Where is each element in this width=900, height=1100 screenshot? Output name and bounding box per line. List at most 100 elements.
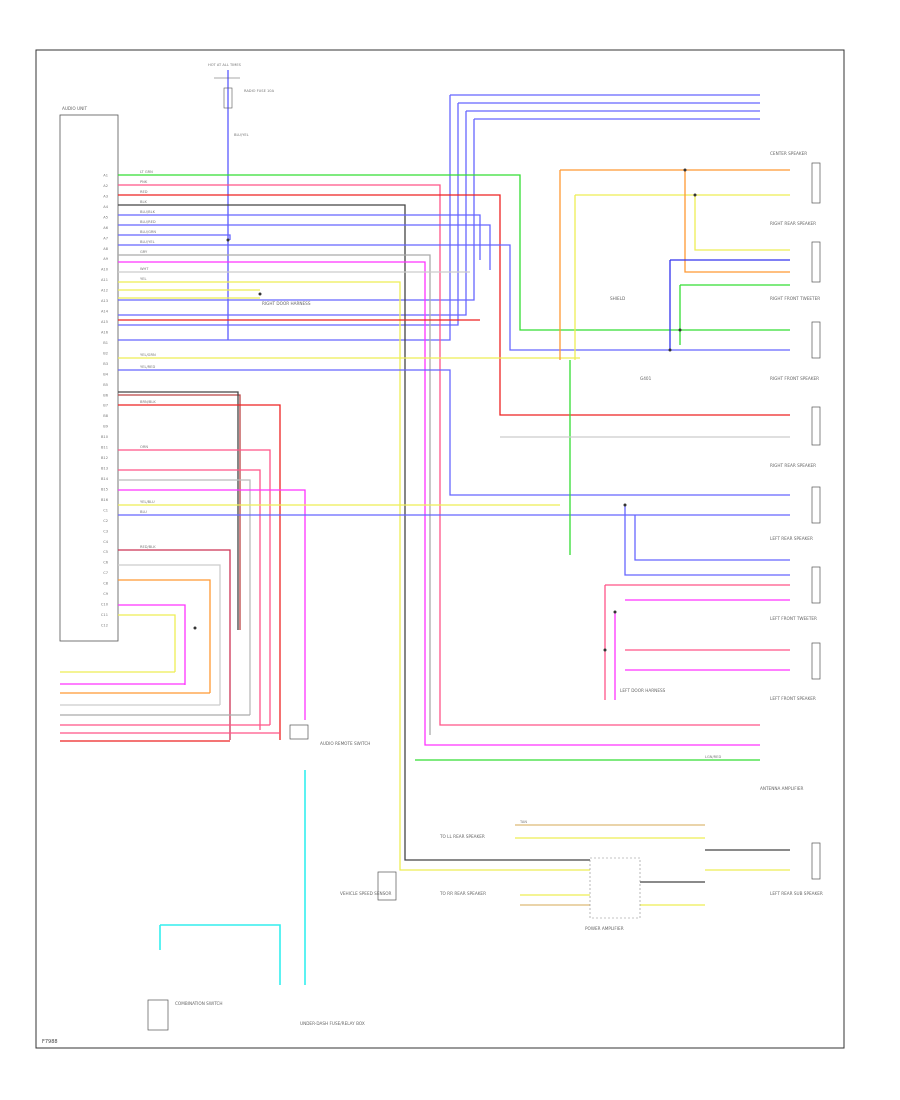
under-dash-fuse-label: UNDER-DASH FUSE/RELAY BOX [300,1021,365,1026]
label-ltgrn: LT GRN [140,170,153,174]
audio-unit-pins: A1A2A3A4A5A6A7A8A9A10A11A12A13A14A15A16B… [101,174,109,628]
wire-brn-1 [118,394,241,630]
wire-blu-8 [118,244,790,351]
right-rear-speaker-symbol [811,241,821,283]
right-connectors [811,162,821,880]
label-bluyel: BLU/YEL [140,240,155,244]
combination-switch-box [147,999,169,1031]
wire-blu-v1 [118,95,451,341]
splice [258,292,262,296]
wire-blk-1 [118,204,500,861]
label-blublk: BLU/BLK [140,210,156,214]
pin-label: C3 [103,529,108,533]
pin-label: B4 [103,372,108,376]
wire-org-2 [118,579,211,693]
pin-label: A4 [103,205,108,209]
right-front-tweeter-symbol [811,321,821,359]
top-note: HOT AT ALL TIMES [208,63,242,67]
pin-label: A1 [103,174,108,178]
antenna-amp-label: ANTENNA AMPLIFIER [760,786,804,791]
pin-label: A14 [101,310,109,314]
wire-wht-2 [118,479,251,715]
corner-label: F7988 [42,1039,58,1045]
wire-wht-3 [118,564,221,705]
wire-mag-3 [118,604,186,685]
wire-mag-1 [118,261,760,746]
pin-label: B15 [101,487,108,491]
pin-label: C4 [103,540,109,544]
wire-redblk-1 [118,549,231,740]
right-rear-speaker-label: RIGHT REAR SPEAKER [770,221,816,226]
wire-blu-7 [118,234,231,240]
splice [193,626,197,630]
splice [668,348,672,352]
wire-red-1 [118,194,790,416]
left-front-speaker-label: LEFT FRONT SPEAKER [770,696,816,701]
right-front-speaker-symbol [811,406,821,446]
pin-label: B11 [101,446,108,450]
right-rear-speaker2-label: RIGHT REAR SPEAKER [770,463,816,468]
ground-label: G401 [640,376,652,381]
pin-label: B10 [101,435,109,439]
label-pnk: PNK [140,180,148,184]
wire-pnk-1 [118,184,760,726]
label-blk: BLK [140,200,147,204]
left-front-speaker-symbol [811,642,821,680]
pin-label: A2 [103,184,108,188]
wire-mag-2 [118,489,306,720]
shield-label: SHIELD [610,296,625,301]
pin-label: C2 [103,519,108,523]
splice [226,238,230,242]
pin-label: B6 [103,393,108,397]
power-amp-box [589,857,641,919]
pin-label: A7 [103,236,108,240]
wire-red-3 [118,404,281,740]
splice-points [193,168,697,652]
pin-label: C12 [101,624,108,628]
wire-org-rr [684,170,790,273]
wire-blu-lf [624,505,790,576]
label-redblk: RED/BLK [140,545,156,549]
wire-ylw-1 [118,281,500,871]
label-ylw: YEL [140,277,146,281]
pin-label: B9 [103,425,108,429]
pin-label: C10 [101,603,109,607]
pin-label: C6 [103,561,109,565]
vss-box [377,871,397,901]
splice [683,168,687,172]
to-rr-rear-label: TO RR REAR SPEAKER [439,891,486,896]
left-rear-sub-label: LEFT REAR SUB SPEAKER [770,891,823,896]
label-blured: BLU/RED [140,220,156,224]
wire-gry-1 [118,254,431,735]
pin-label: A12 [101,289,108,293]
pin-label: C9 [103,592,109,596]
combination-switch-label: COMBINATION SWITCH [175,1001,223,1006]
pin-label: B14 [101,477,109,481]
label-blugrn: BLU/GRN [140,230,156,234]
wire-blu-lf2 [634,515,790,561]
splice [613,610,617,614]
left-front-tweeter-symbol [811,566,821,604]
pin-label: C1 [103,508,108,512]
wire-blu-5 [118,214,481,260]
center-speaker-label: CENTER SPEAKER [770,151,807,156]
right-door-label: RIGHT DOOR HARNESS [262,301,311,306]
wire-ylw-rr [694,195,790,251]
pin-label: B5 [103,383,108,387]
pin-label: A6 [103,226,108,230]
wire-bundle [60,94,790,985]
right-front-speaker-label: RIGHT FRONT SPEAKER [770,376,819,381]
pin-label: B12 [101,456,108,460]
pin-label: B7 [103,404,108,408]
pin-label: A15 [101,320,108,324]
wire-blu-6 [118,224,491,270]
label-blu: BLU [140,510,147,514]
right-rear-speaker2-symbol [811,486,821,524]
wire-pnk-2 [118,469,261,730]
label-lgnred: LGN/RED [705,755,721,759]
splice [623,503,627,507]
audio-switch-label: AUDIO REMOTE SWITCH [320,741,370,746]
center-speaker-symbol [811,162,821,204]
pin-label: A10 [101,268,109,272]
